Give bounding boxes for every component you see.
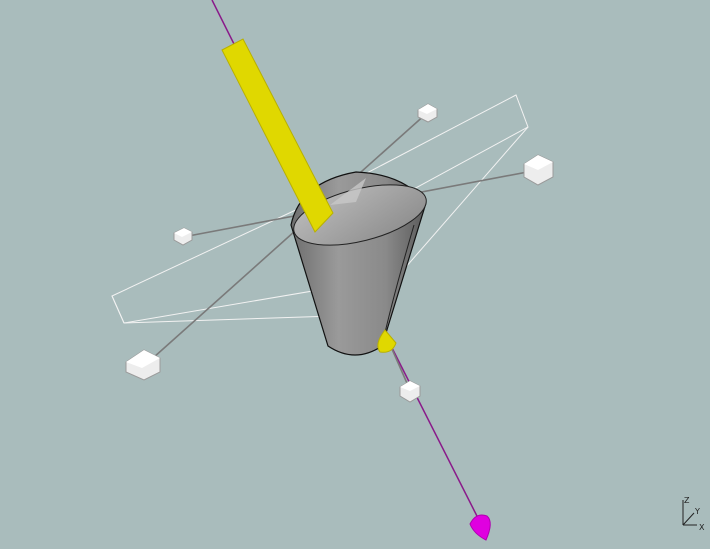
scale-handle-bottom[interactable]	[399, 380, 421, 403]
scale-handle-left[interactable]	[173, 227, 193, 246]
light-direction-handle[interactable]	[221, 38, 334, 233]
axis-label-y: Y	[694, 507, 700, 516]
scale-handle-front-left[interactable]	[125, 349, 161, 381]
scale-handle-right[interactable]	[523, 154, 554, 186]
axis-label-z: Z	[684, 496, 690, 505]
rotation-axis-line-top	[211, 0, 237, 49]
scale-handle-back[interactable]	[417, 103, 438, 123]
rotation-axis-end-handle[interactable]	[469, 514, 491, 541]
pivot-marker[interactable]	[377, 329, 397, 353]
axis-label-x: X	[699, 523, 705, 532]
axis-triad: Z Y X	[682, 496, 705, 532]
rotation-axis-line-bottom	[387, 339, 483, 527]
